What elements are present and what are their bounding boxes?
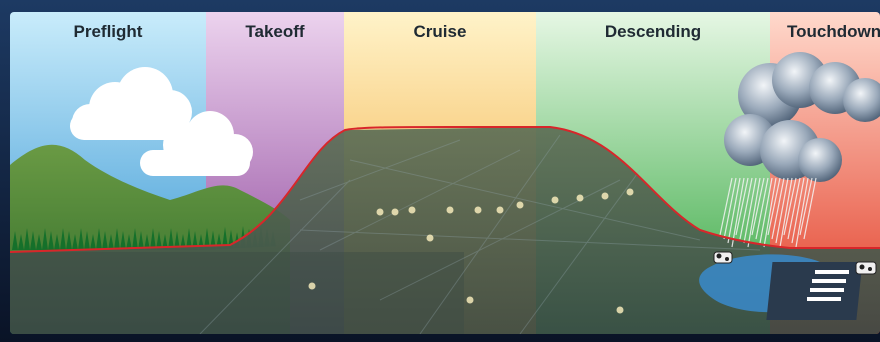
terrain-shade xyxy=(10,252,464,334)
cow-icon xyxy=(714,252,732,263)
phase-label-preflight: Preflight xyxy=(74,22,143,41)
phase-label-cruise: Cruise xyxy=(414,22,467,41)
phase-label-takeoff: Takeoff xyxy=(245,22,305,41)
runway-icon xyxy=(766,262,862,320)
cow-icon xyxy=(856,262,876,274)
phase-label-descending: Descending xyxy=(605,22,701,41)
phase-label-touchdown: Touchdown xyxy=(787,22,880,41)
